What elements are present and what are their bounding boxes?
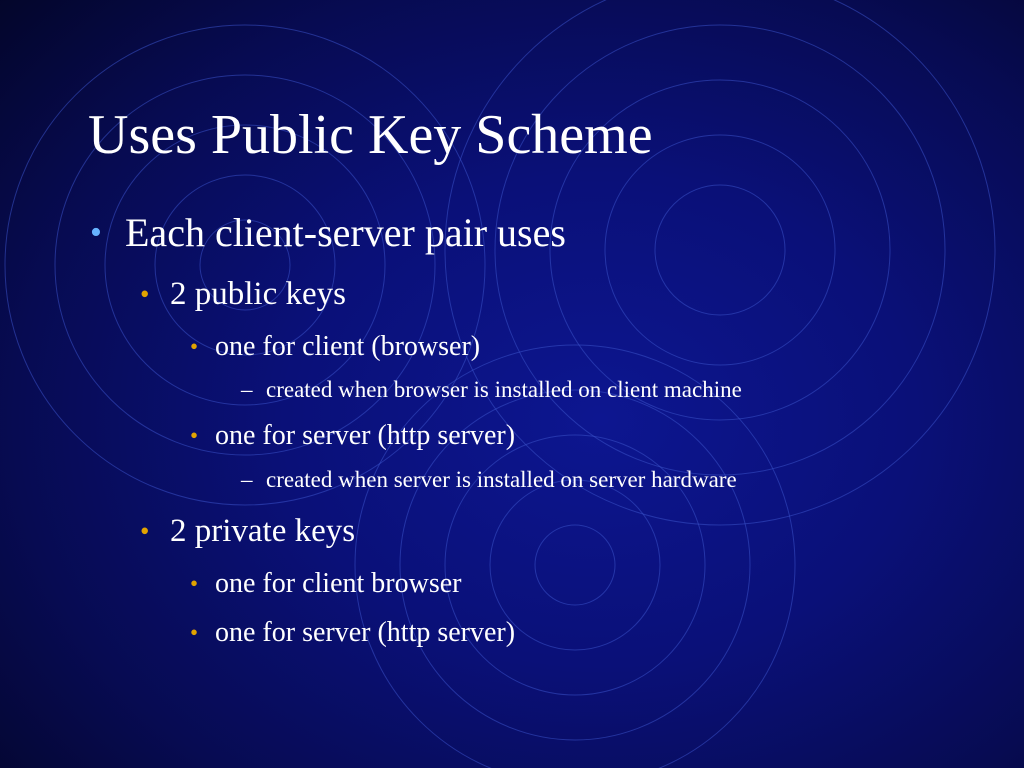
bullet-marker: • <box>140 516 150 546</box>
bullet-text: created when server is installed on serv… <box>266 467 737 492</box>
bullet-text: one for server (http server) <box>215 420 516 451</box>
bullet-marker: • <box>190 423 199 448</box>
bullet-marker: – <box>241 467 253 492</box>
ring-group-left <box>4 24 486 506</box>
bullet-text: created when browser is installed on cli… <box>266 377 742 402</box>
bullet-text: 2 public keys <box>170 276 346 312</box>
bullet-text: one for client browser <box>215 568 462 599</box>
bullet-item: • one for server (http server) <box>190 419 516 453</box>
bullet-item: • Each client-server pair uses <box>90 210 566 256</box>
bullet-item: • one for server (http server) <box>190 616 516 650</box>
bullet-text: 2 private keys <box>170 513 356 549</box>
bullet-item: • 2 private keys <box>140 511 356 551</box>
bullet-text: one for server (http server) <box>215 617 516 648</box>
bullet-marker: • <box>90 214 102 251</box>
bullet-text: one for client (browser) <box>215 331 481 362</box>
slide-title: Uses Public Key Scheme <box>88 104 653 166</box>
bullet-marker: • <box>190 571 199 596</box>
bullet-item: • one for client browser <box>190 567 462 601</box>
bullet-item: – created when server is installed on se… <box>241 466 737 494</box>
bullet-item: • one for client (browser) <box>190 330 481 364</box>
bullet-marker: • <box>190 620 199 645</box>
ring-group-right <box>444 0 996 526</box>
bullet-marker: – <box>241 377 253 402</box>
ring-group-bottom <box>354 344 796 768</box>
bullet-marker: • <box>190 334 199 359</box>
bullet-item: – created when browser is installed on c… <box>241 376 742 404</box>
bullet-text: Each client-server pair uses <box>125 210 566 255</box>
bullet-marker: • <box>140 279 150 309</box>
bullet-item: • 2 public keys <box>140 274 346 314</box>
